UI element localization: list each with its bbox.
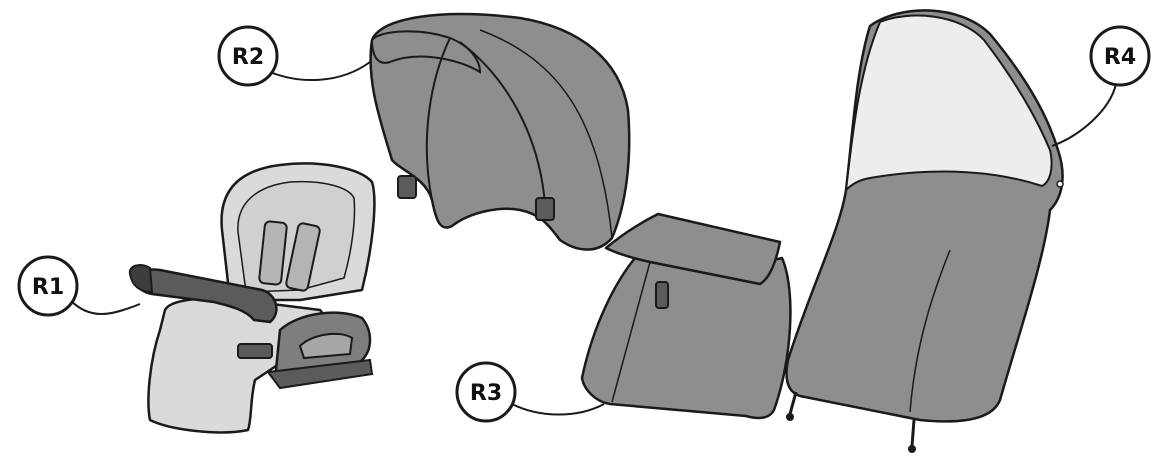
callout-r3-leader — [511, 403, 605, 416]
callout-r1-leader — [69, 299, 141, 315]
rain-cover-right-strap-end — [908, 445, 916, 453]
callout-r1: R1 — [17, 255, 79, 317]
callout-r2: R2 — [217, 25, 279, 87]
callout-r4-label: R4 — [1104, 45, 1136, 70]
callout-r2-leader — [269, 61, 371, 81]
rain-cover-left-strap — [788, 391, 798, 415]
footmuff-seam — [611, 261, 651, 403]
callout-r1-label: R1 — [32, 275, 64, 300]
harness-strap-right — [285, 222, 321, 292]
callout-r4: R4 — [1089, 25, 1151, 87]
callout-r3: R3 — [455, 361, 517, 423]
callout-r3-label: R3 — [470, 381, 502, 406]
canopy-fold-line-2 — [459, 41, 546, 206]
canopy-fold-line-3 — [479, 29, 613, 239]
footmuff-part — [580, 212, 792, 420]
rain-cover-left-strap-end — [786, 413, 794, 421]
footmuff-flap — [604, 212, 782, 286]
bumper-bar-tube — [128, 264, 154, 294]
callout-r4-leader — [1051, 83, 1117, 147]
canopy-hood-shell — [369, 12, 631, 251]
canopy-hood-part — [369, 12, 631, 251]
seat-frame-base — [266, 358, 374, 390]
callout-r2-label: R2 — [232, 45, 264, 70]
harness-buckle — [237, 343, 273, 359]
harness-strap-left — [258, 220, 288, 286]
rain-cover-right-strap — [910, 419, 916, 447]
canopy-left-clip — [397, 175, 417, 199]
rain-cover-part — [785, 9, 1064, 453]
canopy-right-clip — [535, 197, 555, 221]
seat-frame-window — [298, 332, 354, 360]
rain-cover-seam — [909, 249, 951, 413]
canopy-fold-line-1 — [425, 37, 451, 201]
rain-cover-window — [844, 14, 1053, 193]
seat-unit-part — [128, 162, 376, 434]
footmuff-buckle — [655, 281, 669, 309]
canopy-inner-rim — [370, 30, 482, 74]
rain-cover-snap — [1056, 180, 1064, 188]
